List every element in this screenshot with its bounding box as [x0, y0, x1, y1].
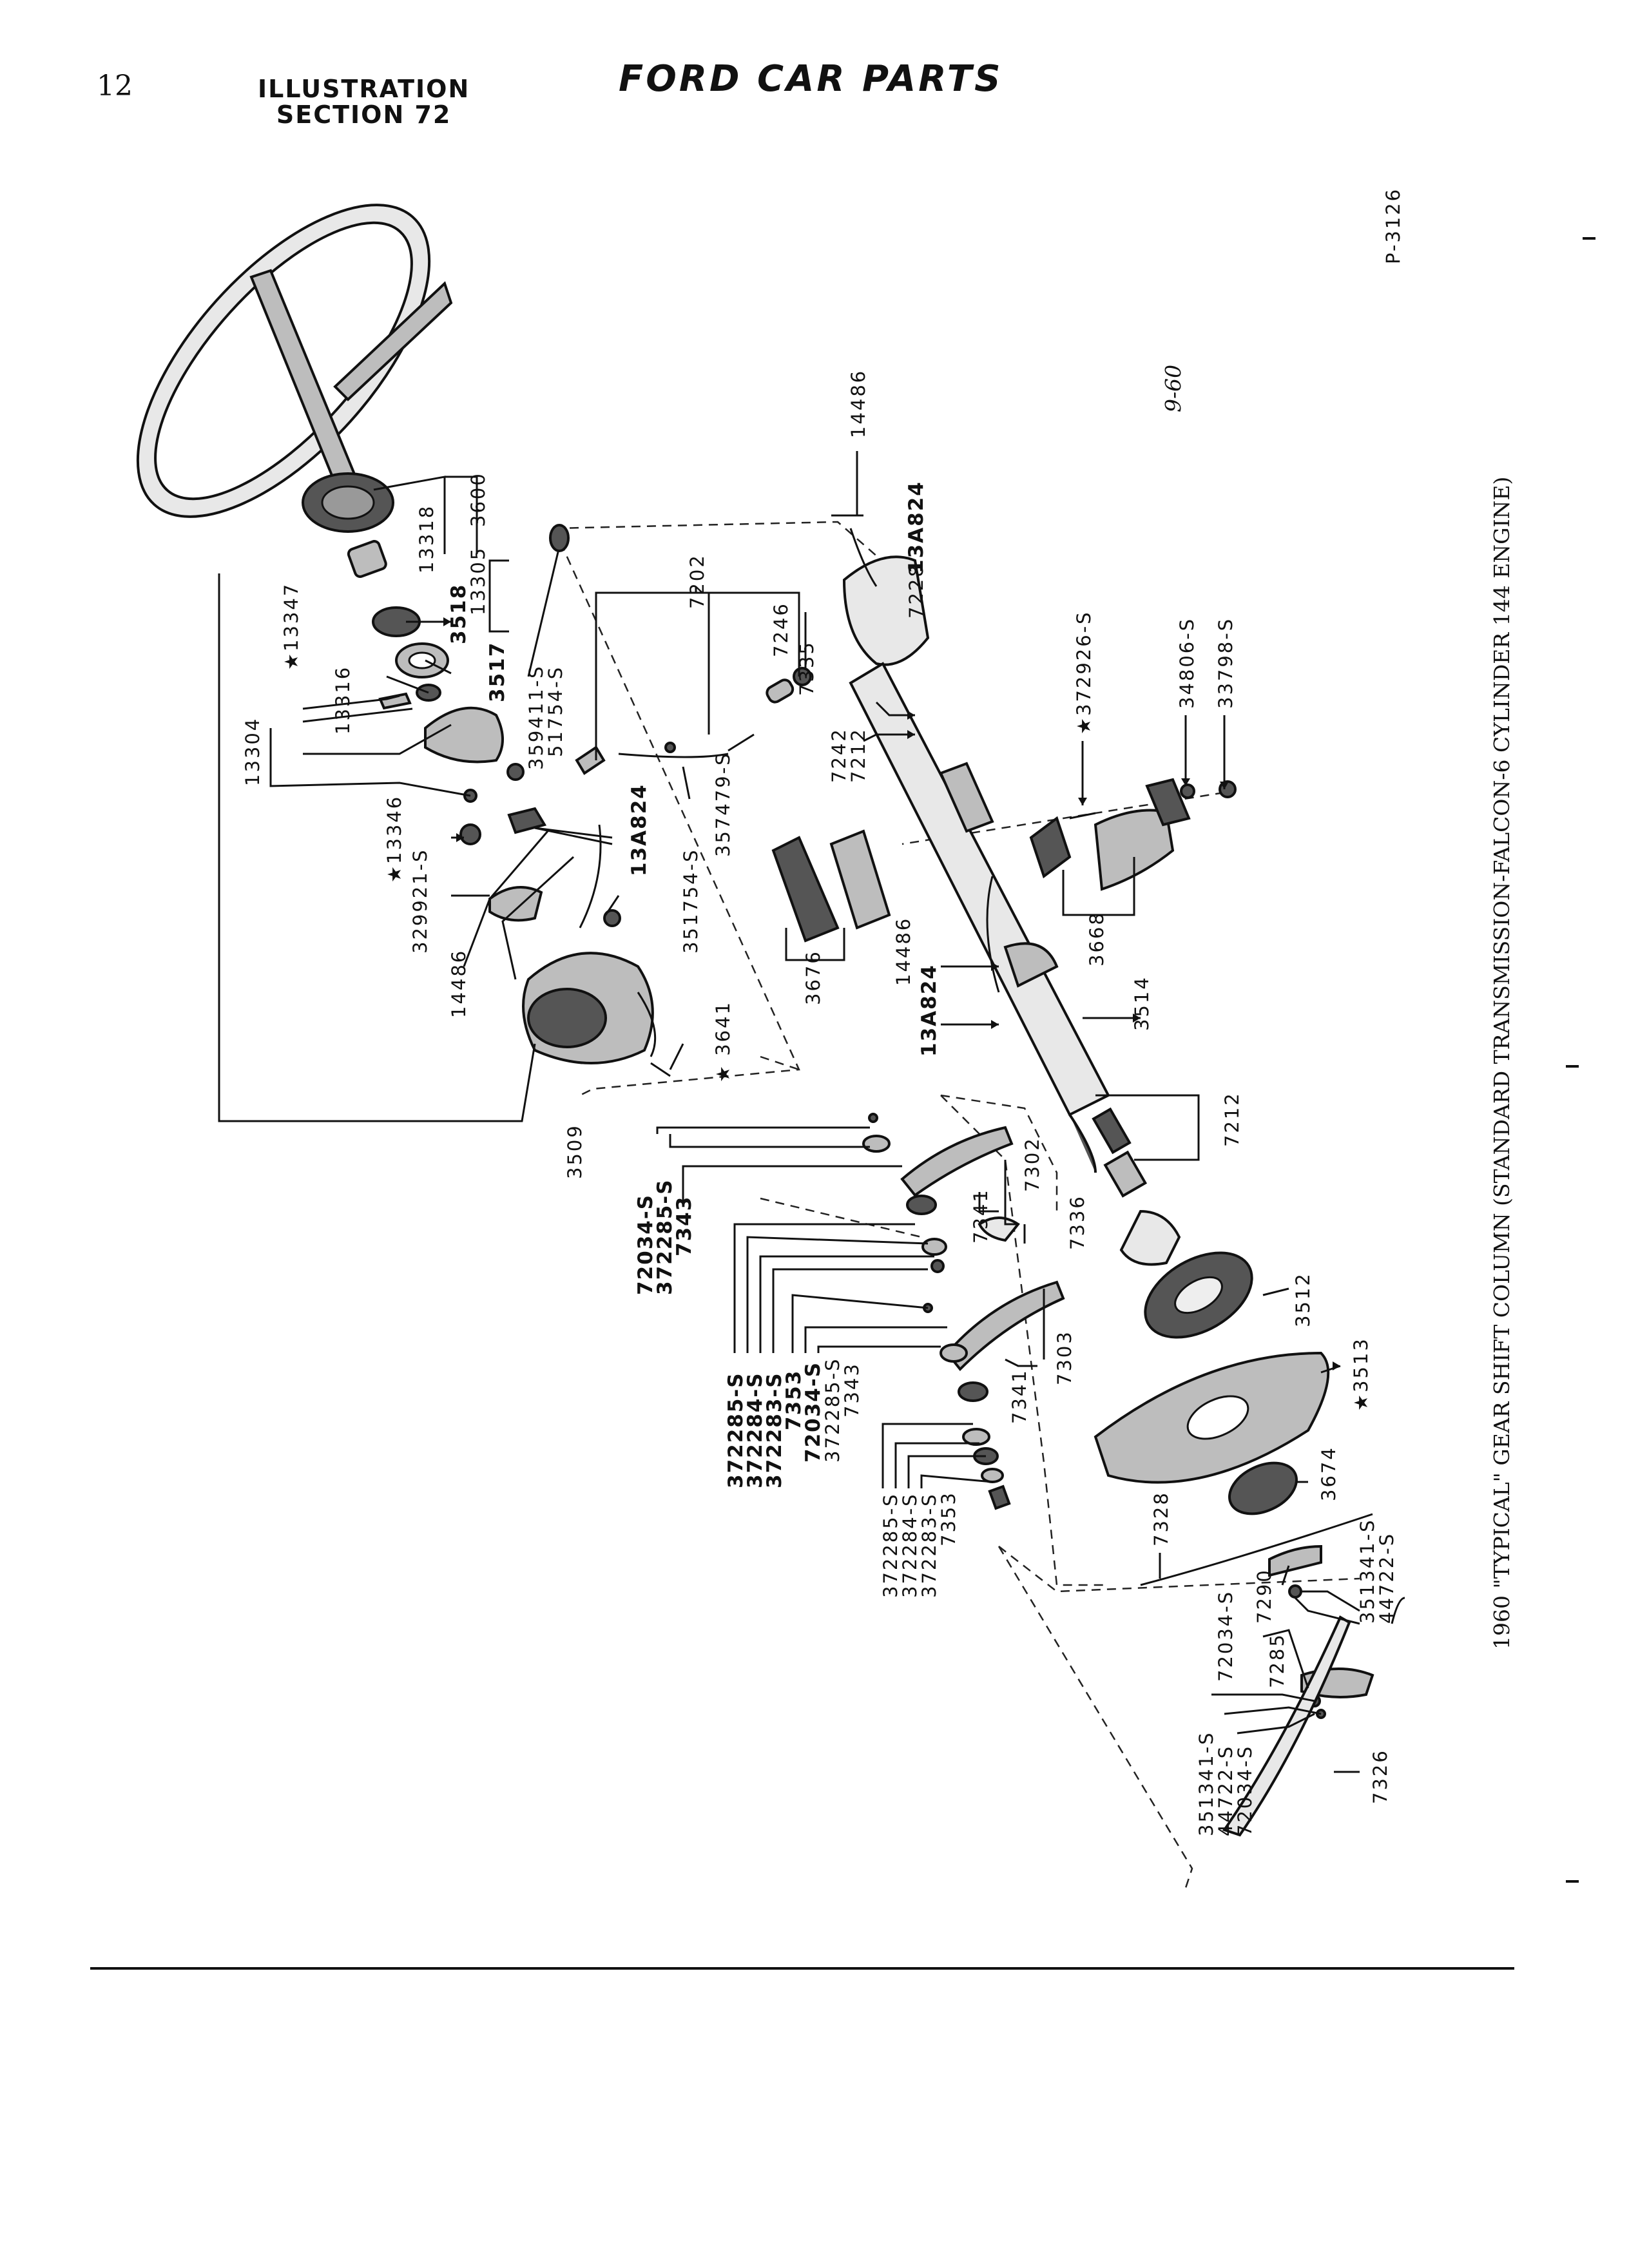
label-351341-s-b: 351341-S — [1195, 1731, 1217, 1836]
label-372284-s-b: 372284-S — [899, 1492, 921, 1598]
label-72034-s-d: 72034-S — [1234, 1745, 1256, 1836]
leader-lines — [218, 451, 1360, 1773]
label-372285-s-d: 372285-S — [880, 1492, 901, 1598]
label-7343-b: 7343 — [841, 1362, 863, 1418]
label-7228: 7228 — [905, 563, 927, 619]
label-13a824-mid: 13A824 — [918, 964, 941, 1057]
label-33798-s: 33798-S — [1215, 617, 1237, 709]
label-14486-mid: 14486 — [892, 917, 914, 986]
label-7343-a: 7343 — [673, 1196, 696, 1256]
label-13a824-upper: 13A824 — [628, 783, 651, 876]
label-3641: ★ 3641 — [712, 1001, 734, 1082]
label-72034-s-b: 72034-S — [802, 1361, 825, 1463]
label-51754-s: 51754-S — [545, 666, 566, 757]
steering-wheel — [136, 204, 453, 533]
label-7302: 7302 — [1021, 1137, 1043, 1192]
label-72034-s-a: 72034-S — [634, 1194, 657, 1295]
label-7285: 7285 — [1266, 1633, 1288, 1688]
label-372926-s: ★372926-S — [1073, 610, 1095, 735]
label-7336: 7336 — [1066, 1195, 1088, 1250]
shift-levers — [862, 1113, 1065, 1510]
label-3676: 3676 — [802, 950, 824, 1005]
label-372285-s-a: 372285-S — [653, 1178, 677, 1295]
steering-column — [842, 528, 1181, 1266]
label-34806-s: 34806-S — [1176, 617, 1198, 709]
label-351341-s-a: 351341-S — [1356, 1518, 1378, 1624]
label-7353-b: 7353 — [938, 1491, 959, 1546]
lower-linkage — [1222, 1544, 1405, 1837]
label-329921-s: 329921-S — [409, 848, 431, 954]
label-13a824-top: 13A824 — [905, 481, 928, 573]
label-44722-s-b: 44722-S — [1215, 1745, 1237, 1836]
label-3517: 3517 — [486, 642, 509, 702]
column-brackets — [771, 778, 1237, 943]
label-3509: 3509 — [564, 1124, 586, 1179]
label-13304: 13304 — [242, 717, 264, 786]
label-13347: ★13347 — [280, 582, 302, 670]
part-labels: 3600 13318 13305 3518 3517 ★13347 13316 … — [242, 369, 1398, 1836]
label-13316: 13316 — [332, 666, 354, 735]
label-3512: 3512 — [1292, 1272, 1314, 1327]
illustration-label: ILLUSTRATION — [258, 75, 470, 103]
label-7246: 7246 — [770, 602, 792, 657]
label-7290: 7290 — [1253, 1568, 1275, 1624]
label-372285-s-b: 372285-S — [724, 1372, 747, 1488]
section-label: SECTION 72 — [276, 101, 452, 129]
brand-title: FORD CAR PARTS — [619, 58, 1003, 100]
leader-arrowheads — [443, 617, 1340, 1370]
hub-parts — [347, 540, 621, 927]
label-13346: ★13346 — [383, 795, 405, 883]
label-351754-s: 351754-S — [680, 848, 702, 954]
label-14486-left: 14486 — [448, 949, 470, 1018]
label-7212-upper: 7212 — [847, 727, 869, 783]
label-7303: 7303 — [1054, 1330, 1075, 1385]
label-7212-lower: 7212 — [1221, 1091, 1243, 1147]
label-13305: 13305 — [467, 546, 489, 615]
label-372285-s-c: 372285-S — [822, 1357, 843, 1463]
label-3518: 3518 — [447, 584, 470, 644]
label-72034-s-c: 72034-S — [1215, 1590, 1237, 1682]
label-372283-s-a: 372283-S — [763, 1372, 786, 1488]
label-3674: 3674 — [1318, 1446, 1340, 1501]
label-13318: 13318 — [416, 505, 438, 573]
label-3514: 3514 — [1131, 975, 1153, 1031]
label-7341-b: 7341 — [1008, 1369, 1030, 1424]
label-14486-top: 14486 — [847, 369, 869, 438]
label-7202: 7202 — [686, 553, 708, 609]
page-number: 12 — [97, 70, 133, 102]
label-3668: 3668 — [1086, 911, 1108, 966]
label-44722-s-a: 44722-S — [1376, 1532, 1398, 1624]
shift-rod — [527, 524, 812, 775]
figure-caption: 1960 "TYPICAL" GEAR SHIFT COLUMN (STANDA… — [1489, 477, 1514, 1649]
page-marks — [90, 237, 1595, 1970]
label-7353-a: 7353 — [782, 1370, 805, 1430]
figure-reference-code: P-3126 — [1382, 187, 1404, 264]
label-372284-s-a: 372284-S — [744, 1372, 767, 1488]
label-7242: 7242 — [828, 727, 850, 783]
label-7335: 7335 — [796, 640, 818, 696]
turn-signal-switch — [522, 824, 671, 1077]
label-3600: 3600 — [467, 472, 489, 527]
label-7326: 7326 — [1369, 1749, 1391, 1804]
label-359411-s: 359411-S — [525, 664, 547, 770]
label-372283-s-b: 372283-S — [918, 1492, 940, 1598]
label-7341-a: 7341 — [970, 1188, 992, 1244]
label-7328: 7328 — [1150, 1491, 1172, 1546]
figure-date: 9-60 — [1161, 365, 1186, 412]
floor-seal-and-plate — [1094, 1251, 1373, 1586]
illustration-section-heading: ILLUSTRATION SECTION 72 — [258, 76, 470, 128]
label-3513: ★3513 — [1350, 1337, 1372, 1411]
label-357479-s: 357479-S — [712, 751, 734, 857]
